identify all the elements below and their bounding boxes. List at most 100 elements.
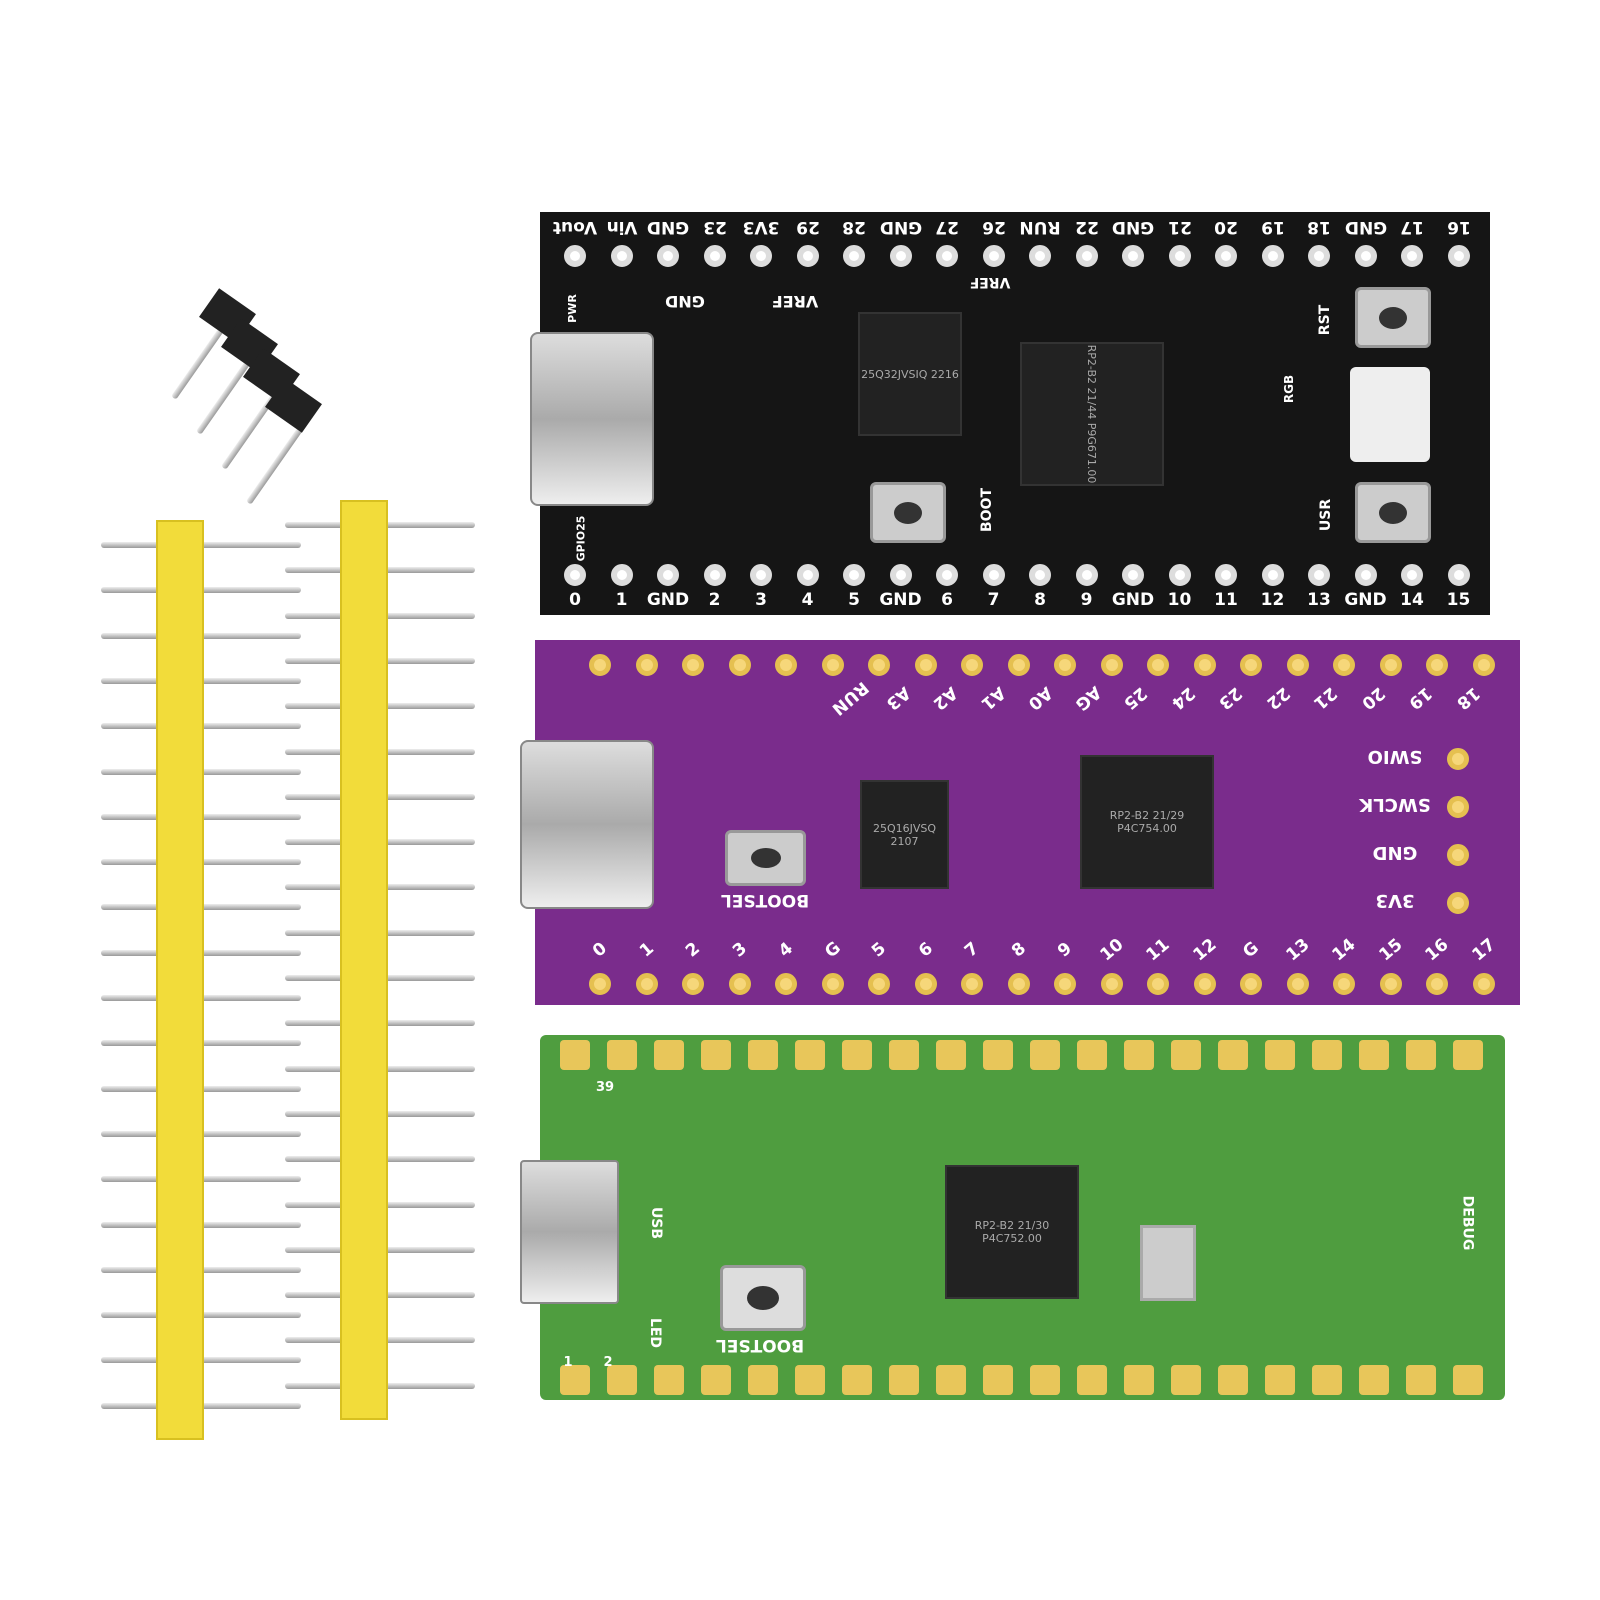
debug-label: DEBUG bbox=[1459, 1195, 1476, 1251]
bootsel-label: BOOTSEL bbox=[715, 1335, 805, 1355]
header-pad bbox=[1007, 973, 1030, 995]
pin-label: 8 bbox=[1034, 590, 1046, 610]
side-pad bbox=[1447, 892, 1469, 914]
castellated-pad bbox=[983, 1040, 1013, 1070]
pin-label: 5 bbox=[868, 938, 890, 962]
header-pad bbox=[1240, 973, 1262, 995]
rst-button bbox=[1355, 287, 1431, 348]
header-pad bbox=[1426, 654, 1448, 676]
bootsel-label: BOOTSEL bbox=[720, 890, 810, 910]
pin-label: 5 bbox=[848, 590, 860, 610]
header-pad bbox=[1240, 654, 1262, 676]
castellated-pad bbox=[1077, 1040, 1107, 1070]
crystal bbox=[1140, 1225, 1196, 1301]
vref-label-2: VREF bbox=[969, 274, 1011, 290]
header-pad bbox=[635, 654, 658, 676]
pin-label: A0 bbox=[1023, 682, 1057, 714]
header-pad bbox=[564, 245, 586, 267]
pin-label: A2 bbox=[928, 682, 962, 714]
micro-usb-port bbox=[520, 1160, 619, 1304]
header-pad bbox=[1472, 654, 1495, 676]
boot-button bbox=[870, 482, 946, 543]
header-pad bbox=[1147, 654, 1169, 676]
header-pad bbox=[1333, 973, 1355, 995]
castellated-pad bbox=[1218, 1365, 1248, 1395]
header-pad bbox=[821, 973, 844, 995]
castellated-pad bbox=[1359, 1040, 1389, 1070]
pin-label: 15 bbox=[1375, 934, 1406, 966]
pin-label: 16 bbox=[1421, 934, 1453, 966]
header-pad bbox=[657, 245, 679, 267]
castellated-pad bbox=[748, 1365, 778, 1395]
yellow-header-strip-left bbox=[156, 520, 204, 1440]
header-pad bbox=[1168, 245, 1191, 267]
header-pad bbox=[728, 973, 751, 995]
pin-label: 10 bbox=[1096, 934, 1127, 966]
pin-label: 3V3 bbox=[742, 217, 780, 237]
pin-label: 25 bbox=[1119, 682, 1151, 714]
header-pad bbox=[750, 564, 772, 586]
castellated-pad bbox=[607, 1365, 637, 1395]
header-pad bbox=[1100, 973, 1123, 995]
pin-label: 28 bbox=[842, 217, 866, 237]
header-pad bbox=[657, 564, 679, 586]
usb-label: USB bbox=[648, 1206, 665, 1240]
flash-chip-label: 25Q32JVSIQ 2216 bbox=[861, 367, 959, 381]
header-pad bbox=[1168, 564, 1191, 586]
header-pad bbox=[1354, 564, 1377, 586]
header-pad bbox=[868, 654, 890, 676]
header-pad bbox=[1379, 654, 1402, 676]
pin-label: 9 bbox=[1080, 590, 1093, 610]
castellated-pad bbox=[748, 1040, 778, 1070]
side-pad bbox=[1447, 844, 1469, 866]
pin-label: 17 bbox=[1400, 217, 1424, 237]
pin-label: A3 bbox=[881, 682, 914, 714]
castellated-pad bbox=[936, 1040, 966, 1070]
header-pad bbox=[982, 245, 1005, 267]
castellated-pad bbox=[936, 1365, 966, 1395]
pin-label: GND bbox=[646, 590, 690, 610]
pin-label: 27 bbox=[935, 217, 959, 237]
pin-label: 16 bbox=[1446, 217, 1471, 237]
header-pad bbox=[961, 973, 983, 995]
gnd-label: GND bbox=[665, 292, 705, 311]
header-pad bbox=[775, 654, 797, 676]
pin-label: 4 bbox=[801, 590, 814, 610]
header-pad bbox=[1308, 245, 1330, 267]
pin-label: 0 bbox=[569, 590, 581, 610]
pin-label: G bbox=[1239, 937, 1263, 963]
castellated-pad bbox=[654, 1365, 684, 1395]
side-label: SWIO bbox=[1367, 746, 1423, 767]
pin-label: 10 bbox=[1167, 590, 1192, 610]
castellated-pad bbox=[560, 1040, 590, 1070]
rgb-label: RGB bbox=[1282, 374, 1297, 404]
pin-label: GND bbox=[879, 217, 922, 237]
header-pad bbox=[728, 654, 751, 676]
header-pad bbox=[914, 973, 937, 995]
header-pad bbox=[750, 245, 772, 267]
flash-chip-label: 25Q16JVSQ 2107 bbox=[872, 821, 937, 848]
pin-label: 23 bbox=[1214, 682, 1246, 714]
header-pad bbox=[1261, 564, 1284, 586]
pin-label: 29 bbox=[795, 217, 820, 237]
header-pad bbox=[796, 564, 819, 586]
mcu-chip-label: RP2-B2 21/29 P4C754.00 bbox=[1109, 809, 1185, 835]
pin-label: 11 bbox=[1214, 590, 1238, 610]
header-pad bbox=[1122, 564, 1144, 586]
pin-label: 22 bbox=[1262, 682, 1293, 714]
yellow-header-strip-right bbox=[340, 500, 388, 1420]
mcu-chip-label: RP2-B2 21/30 P4C752.00 bbox=[974, 1219, 1050, 1245]
pin-label: GND bbox=[1344, 590, 1387, 610]
castellated-pad bbox=[1265, 1365, 1295, 1395]
castellated-pad bbox=[1312, 1365, 1342, 1395]
gpio25-label: GPIO25 bbox=[574, 515, 588, 562]
pin-label: Vin bbox=[606, 217, 637, 237]
castellated-pad bbox=[1218, 1040, 1248, 1070]
header-pad bbox=[610, 564, 633, 586]
side-label: 3V3 bbox=[1375, 890, 1415, 911]
header-pad bbox=[1147, 973, 1169, 995]
usr-label: USR bbox=[1318, 498, 1335, 532]
side-pad bbox=[1447, 796, 1469, 818]
mcu-chip: RP2-B2 21/30 P4C752.00 bbox=[945, 1165, 1079, 1299]
